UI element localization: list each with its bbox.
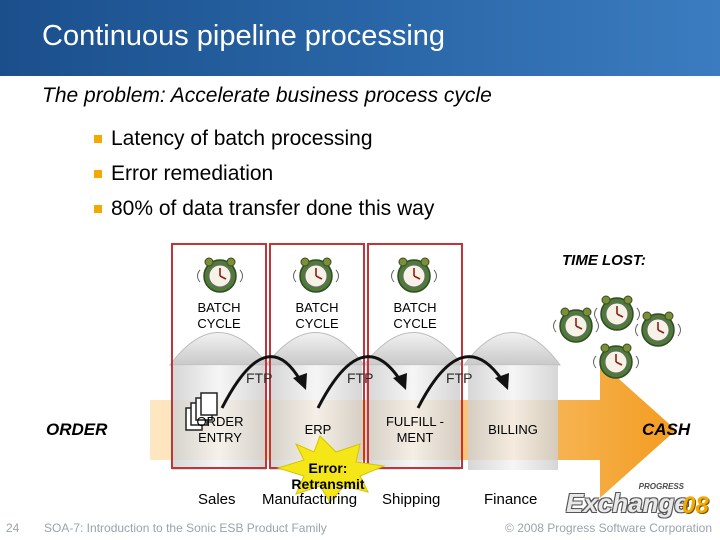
exchange-logo: PROGRESS Exchange 08 bbox=[566, 482, 714, 526]
department-label: Manufacturing bbox=[262, 491, 358, 508]
stage-label: ERP bbox=[304, 422, 332, 437]
stage-label: ORDER ENTRY bbox=[196, 414, 244, 445]
ftp-arrow-head bbox=[495, 373, 509, 390]
ftp-arrow bbox=[316, 355, 402, 409]
bullet-item: Error remediation bbox=[94, 162, 434, 197]
pipeline-diagram: TIME LOST: BATCH CYCLE BATCH CYCLE BATCH… bbox=[0, 230, 720, 540]
ftp-label: FTP bbox=[446, 370, 473, 386]
error-callout: Error: Retransmit bbox=[291, 460, 365, 492]
time-lost-label: TIME LOST: bbox=[562, 252, 646, 269]
stage-label: FULFILL - MENT bbox=[385, 414, 445, 445]
bullet-item: Latency of batch processing bbox=[94, 127, 434, 162]
bullet-item: 80% of data transfer done this way bbox=[94, 197, 434, 232]
department-label: Sales bbox=[198, 491, 236, 508]
page-number: 24 bbox=[6, 521, 20, 535]
ftp-arrow bbox=[416, 355, 504, 409]
error-burst bbox=[276, 435, 386, 503]
batch-cycle-label: BATCH CYCLE bbox=[393, 300, 437, 331]
bullet-square-icon bbox=[94, 135, 102, 143]
bullet-square-icon bbox=[94, 170, 102, 178]
bullet-list: Latency of batch processing Error remedi… bbox=[94, 127, 434, 232]
ftp-arrow bbox=[220, 355, 302, 409]
stage-label: BILLING bbox=[488, 422, 538, 437]
department-label: Shipping bbox=[382, 491, 441, 508]
dome-building-icon bbox=[169, 332, 270, 470]
alarm-clock-icon bbox=[196, 257, 244, 293]
ftp-arrow-head bbox=[293, 373, 307, 390]
dome-building-icon bbox=[463, 332, 561, 470]
subtitle: The problem: Accelerate business process… bbox=[42, 84, 492, 107]
alarm-clock-icon bbox=[390, 257, 438, 293]
alarm-clock-icon bbox=[552, 307, 600, 343]
start-label: ORDER bbox=[46, 420, 108, 439]
dome-building-icon bbox=[362, 332, 463, 470]
bullet-square-icon bbox=[94, 205, 102, 213]
batch-cycle-label: BATCH CYCLE bbox=[295, 300, 339, 331]
slide-title: Continuous pipeline processing bbox=[42, 20, 446, 52]
alarm-clock-icon bbox=[292, 257, 340, 293]
footer-caption: SOA-7: Introduction to the Sonic ESB Pro… bbox=[44, 521, 327, 535]
logo-wordmark: Exchange bbox=[566, 488, 689, 518]
department-label: Finance bbox=[484, 491, 538, 508]
diagram-graphics bbox=[150, 243, 682, 503]
logo-year: 08 bbox=[682, 492, 709, 519]
ftp-arrow-head bbox=[393, 373, 407, 390]
alarm-clock-icon bbox=[634, 311, 682, 347]
logo-brand: PROGRESS bbox=[638, 482, 684, 491]
copyright: © 2008 Progress Software Corporation bbox=[505, 521, 712, 535]
ftp-label: FTP bbox=[246, 370, 273, 386]
end-label: CASH bbox=[642, 420, 691, 439]
document-stack-icon bbox=[185, 392, 218, 431]
ftp-label: FTP bbox=[347, 370, 374, 386]
title-band: Continuous pipeline processing bbox=[0, 0, 720, 76]
alarm-clock-icon bbox=[593, 295, 641, 331]
batch-cycle-label: BATCH CYCLE bbox=[197, 300, 241, 331]
